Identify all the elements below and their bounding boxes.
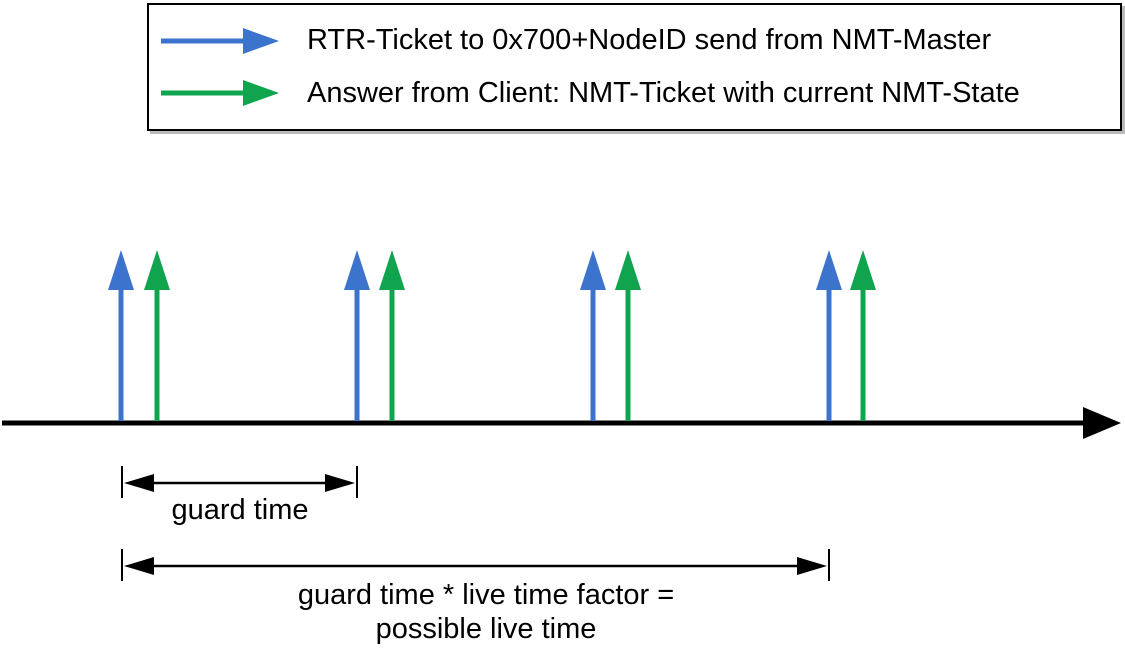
event-arrow-head-client-answer — [615, 250, 641, 290]
event-arrow-head-client-answer — [144, 250, 170, 290]
client-answer-arrow-icon — [161, 80, 279, 107]
legend-item-rtr-ticket: RTR-Ticket to 0x700+NodeID send from NMT… — [159, 24, 1120, 57]
legend-label-rtr-ticket: RTR-Ticket to 0x700+NodeID send from NMT… — [307, 24, 992, 57]
possible-live-time-arrowhead-left — [124, 557, 154, 575]
possible-live-time-label-line2: possible live time — [375, 613, 597, 645]
rtr-ticket-arrow-head — [243, 27, 279, 54]
event-arrow-head-client-answer — [850, 250, 876, 290]
event-arrow-head-rtr-request — [580, 250, 606, 290]
guard-time-arrowhead-right — [325, 474, 355, 492]
rtr-ticket-arrow-icon — [161, 27, 279, 54]
timeline-axis-arrowhead — [1083, 407, 1121, 439]
legend-box: RTR-Ticket to 0x700+NodeID send from NMT… — [147, 3, 1122, 131]
event-arrow-head-rtr-request — [344, 250, 370, 290]
legend-label-client-answer: Answer from Client: NMT-Ticket with curr… — [307, 76, 1020, 109]
event-arrow-head-rtr-request — [816, 250, 842, 290]
possible-live-time-label-line1: guard time * live time factor = — [297, 579, 675, 611]
guard-time-label: guard time — [171, 494, 309, 526]
event-arrow-head-rtr-request — [108, 250, 134, 290]
event-arrow-head-client-answer — [379, 250, 405, 290]
guard-time-arrowhead-left — [124, 474, 154, 492]
possible-live-time-arrowhead-right — [797, 557, 827, 575]
legend-item-client-answer: Answer from Client: NMT-Ticket with curr… — [159, 77, 1120, 110]
client-answer-arrow-head — [243, 80, 279, 107]
possible-live-time-label: guard time * live time factor = possible… — [298, 578, 674, 646]
